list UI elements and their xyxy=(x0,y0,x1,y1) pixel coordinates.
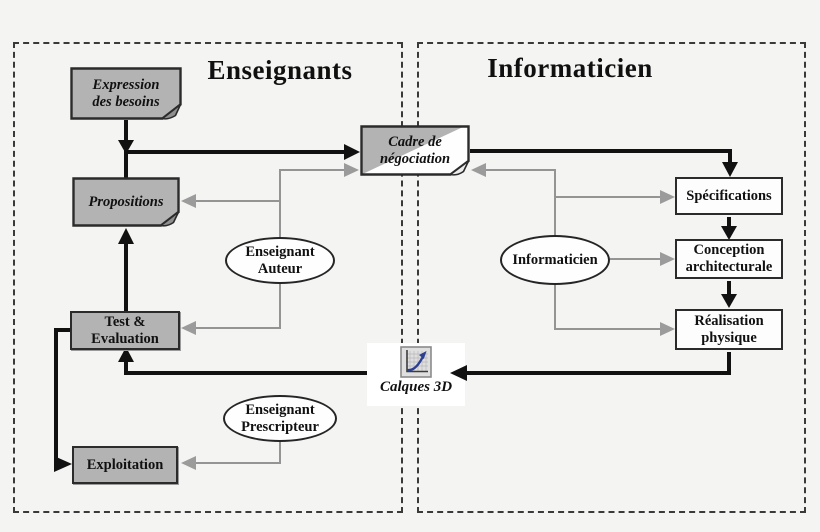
node-exploitation: Exploitation xyxy=(72,446,178,484)
node-label: Cadre de négociation xyxy=(379,133,451,167)
node-label: Réalisation physique xyxy=(694,312,764,346)
actor-label: Enseignant Auteur xyxy=(245,243,315,277)
document-shape xyxy=(72,177,180,227)
node-label: Exploitation xyxy=(86,456,164,473)
panel-informaticien-border xyxy=(417,42,806,513)
tool-calques-3d: Calques 3D xyxy=(367,343,465,406)
actor-enseignant-prescripteur: Enseignant Prescripteur xyxy=(223,395,337,442)
node-realisation-physique: Réalisation physique xyxy=(675,309,783,350)
node-specifications: Spécifications xyxy=(675,177,783,215)
node-label: Conception architecturale xyxy=(685,242,773,275)
document-shape xyxy=(360,125,470,176)
panel-title-informaticien: Informaticien xyxy=(487,53,653,83)
node-test-evaluation: Test & Evaluation xyxy=(70,311,180,350)
panel-title-enseignants: Enseignants xyxy=(207,55,353,85)
node-expression-des-besoins: Expression des besoins xyxy=(70,67,182,120)
node-propositions: Propositions xyxy=(72,177,180,227)
document-shape xyxy=(70,67,182,120)
actor-label: Informaticien xyxy=(512,251,598,268)
node-label: Spécifications xyxy=(686,187,772,204)
node-conception-architecturale: Conception architecturale xyxy=(675,239,783,279)
tool-label: Calques 3D xyxy=(379,379,453,395)
actor-informaticien: Informaticien xyxy=(500,235,610,285)
node-label: Test & Evaluation xyxy=(91,313,159,347)
growth-chart-icon xyxy=(400,346,432,378)
node-cadre-de-negociation: Cadre de négociation xyxy=(360,125,470,176)
node-label: Expression des besoins xyxy=(92,76,160,110)
node-label: Propositions xyxy=(88,193,164,210)
actor-label: Enseignant Prescripteur xyxy=(241,401,319,435)
panel-enseignants-border xyxy=(13,42,403,513)
actor-enseignant-auteur: Enseignant Auteur xyxy=(225,237,335,284)
